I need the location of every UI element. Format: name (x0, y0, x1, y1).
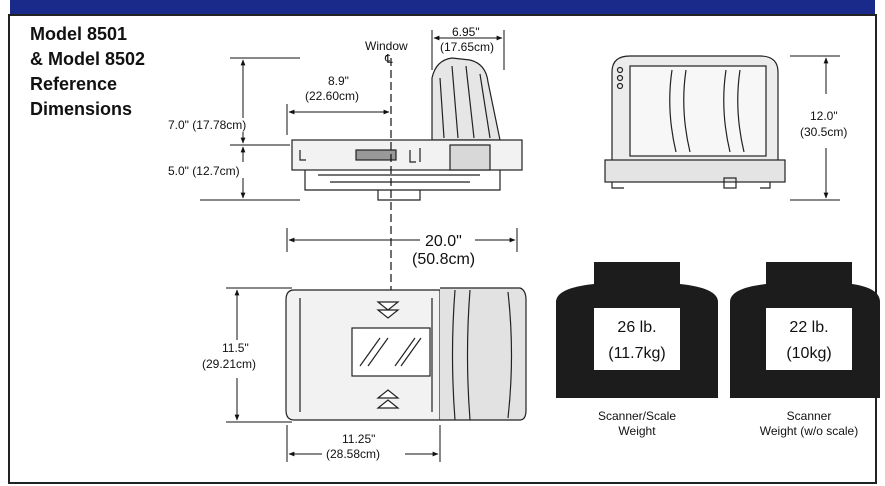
offset-cm: (22.60cm) (305, 89, 359, 103)
top-view-drawing (285, 287, 527, 421)
title-line-4: Dimensions (30, 99, 133, 119)
weight-2-caption-1: Scanner (787, 409, 832, 423)
weight-1-lb: 26 lb. (617, 319, 656, 336)
weight-1-caption-1: Scanner/Scale (598, 409, 676, 423)
front-height-cm: (30.5cm) (800, 125, 847, 139)
side-view-drawing (291, 57, 523, 201)
weight-1-caption-2: Weight (618, 424, 656, 438)
depth-top-cm: (17.65cm) (440, 40, 494, 54)
front-height-dimension: 12.0" (30.5cm) (790, 55, 847, 201)
length-cm: (50.8cm) (412, 251, 475, 268)
height-lower-label: 5.0" (12.7cm) (168, 164, 240, 178)
width-dimension: 11.5" (29.21cm) (202, 287, 292, 423)
width-cm: (29.21cm) (202, 357, 256, 371)
length-dimension: 20.0" (50.8cm) (286, 228, 518, 268)
depth-top-dimension: 6.95" (17.65cm) (431, 25, 505, 70)
window-label: Window (365, 39, 408, 53)
title-line-1: Model 8501 (30, 24, 128, 44)
width-inches: 11.5" (222, 341, 249, 355)
front-view-drawing (604, 55, 786, 189)
platter-dimension: 11.25" (28.58cm) (286, 425, 441, 462)
offset-dimension: 8.9" (22.60cm) (286, 74, 390, 135)
weight-2-caption-2: Weight (w/o scale) (760, 424, 858, 438)
depth-top-inches: 6.95" (452, 25, 480, 39)
length-inches: 20.0" (425, 233, 462, 250)
height-upper-label: 7.0" (17.78cm) (168, 118, 246, 132)
page-title: Model 8501 & Model 8502 Reference Dimens… (30, 22, 145, 122)
weight-2-kg: (10kg) (786, 345, 831, 362)
height-dimensions: 7.0" (17.78cm) 5.0" (12.7cm) (168, 57, 300, 201)
weight-1-kg: (11.7kg) (608, 345, 666, 362)
front-height-inches: 12.0" (810, 109, 838, 123)
weight-scanner-scale: 26 lb. (11.7kg) Scanner/Scale Weight (556, 262, 718, 438)
offset-inches: 8.9" (328, 74, 349, 88)
platter-cm: (28.58cm) (326, 447, 380, 461)
title-line-2: & Model 8502 (30, 49, 146, 69)
weight-scanner: 22 lb. (10kg) Scanner Weight (w/o scale) (730, 262, 880, 438)
platter-inches: 11.25" (342, 432, 375, 446)
weight-2-lb: 22 lb. (789, 319, 828, 336)
centerline-symbol: ℄ (384, 52, 393, 66)
content-frame (8, 14, 877, 484)
title-line-3: Reference (30, 74, 118, 94)
header-bar (10, 0, 875, 15)
